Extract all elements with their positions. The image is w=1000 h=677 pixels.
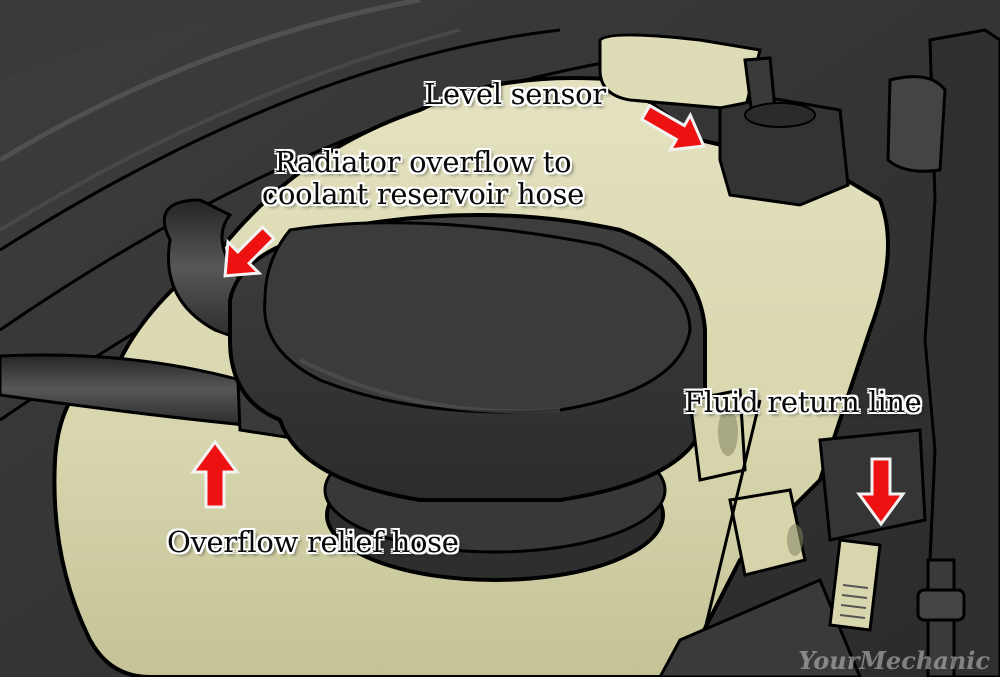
arrow-fluid-return-icon xyxy=(856,457,906,527)
arrow-radiator-overflow-icon xyxy=(223,225,276,278)
label-radiator-overflow-line2: coolant reservoir hose xyxy=(262,177,584,211)
label-level-sensor: Level sensor xyxy=(424,77,606,111)
arrow-overflow-relief-icon xyxy=(190,439,240,509)
label-overflow-relief-hose: Overflow relief hose xyxy=(167,525,459,559)
yourmechanic-watermark: YourMechanic xyxy=(798,646,990,675)
arrow-level-sensor-icon xyxy=(639,103,706,152)
label-fluid-return-line: Fluid return line xyxy=(684,385,922,419)
label-radiator-overflow-line1: Radiator overflow to xyxy=(274,145,572,179)
label-radiator-overflow-hose: Radiator overflow to coolant reservoir h… xyxy=(262,146,584,210)
